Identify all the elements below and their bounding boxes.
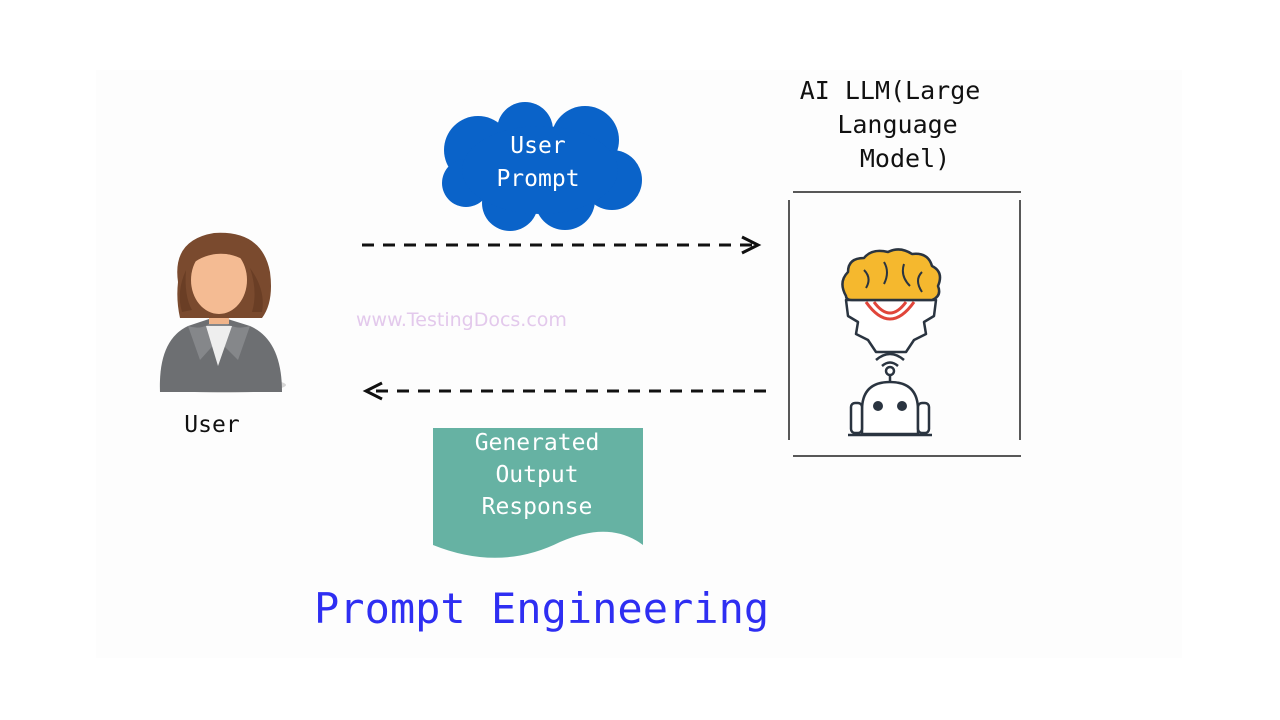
llm-box-frame	[788, 191, 1021, 457]
prompt-cloud-shape	[442, 102, 642, 231]
response-label: Generated Output Response	[474, 430, 600, 520]
diagram-title: Prompt Engineering	[314, 584, 770, 633]
request-arrow	[362, 235, 762, 255]
user-label: User	[184, 412, 240, 438]
watermark: www.TestingDocs.com	[356, 309, 567, 331]
llm-label: AI LLM(Large Language Model)	[799, 76, 981, 173]
user-avatar-icon	[159, 232, 286, 393]
response-arrow	[362, 381, 766, 401]
ai-brain-robot-icon	[841, 248, 942, 437]
response-document-shape	[433, 428, 643, 558]
prompt-label: User Prompt	[496, 133, 580, 192]
